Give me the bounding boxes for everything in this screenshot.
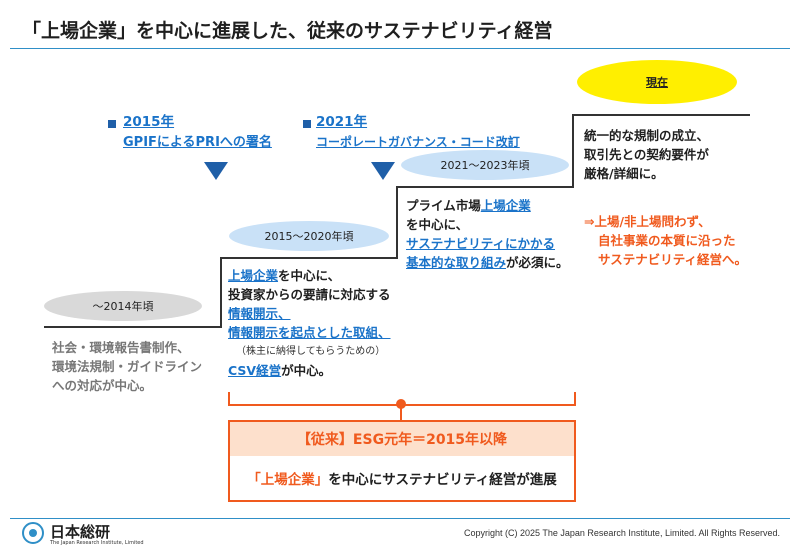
bracket-node bbox=[396, 399, 406, 409]
page-title: 「上場企業」を中心に進展した、従来のサステナビリティ経営 bbox=[22, 20, 553, 42]
period2-highlight: 上場企業 bbox=[228, 268, 279, 283]
period1-line: 環境法規制・ガイドライン bbox=[52, 359, 203, 374]
period-label-2021-2023: 2021～2023年頃 bbox=[401, 150, 569, 180]
period-label-2014: ～2014年頃 bbox=[44, 291, 202, 321]
bullet-marker bbox=[303, 120, 311, 128]
period-label-text: 2015～2020年頃 bbox=[264, 230, 354, 243]
period3-text: プライム市場上場企業 を中心に、 サステナビリティにかかる 基本的な取り組みが必… bbox=[406, 196, 569, 272]
stair-step bbox=[220, 257, 398, 259]
jri-logo-text: 日本総研 bbox=[50, 523, 111, 541]
bracket-end-right bbox=[574, 392, 576, 406]
period3-text-part: が必須に。 bbox=[506, 255, 569, 270]
summary-box: 【従来】ESG元年＝2015年以降 「上場企業」を中心にサステナビリティ経営が進… bbox=[228, 420, 576, 502]
bullet-marker bbox=[108, 120, 116, 128]
stair-riser bbox=[220, 257, 222, 328]
stair-step bbox=[572, 114, 750, 116]
period2-note: （株主に納得してもらうための） bbox=[236, 346, 386, 357]
period-label-2015-2020: 2015～2020年頃 bbox=[229, 221, 389, 251]
stair-riser bbox=[396, 186, 398, 259]
milestone-2015-arrow bbox=[204, 162, 228, 180]
milestone-2021-desc: コーポレートガバナンス・コード改訂 bbox=[316, 135, 520, 149]
stair-step bbox=[44, 326, 220, 328]
period-label-text: 2021～2023年頃 bbox=[440, 159, 530, 172]
period-label-text: 現在 bbox=[646, 76, 668, 89]
period2-text-part: が中心。 bbox=[281, 363, 332, 378]
period3-highlight: 基本的な取り組み bbox=[406, 255, 507, 270]
period4-conclusion: ⇒上場/非上場問わず、 自社事業の本質に沿った サステナビリティ経営へ。 bbox=[584, 212, 747, 269]
jri-logo-icon bbox=[22, 522, 44, 544]
period2-text: 上場企業を中心に、 投資家からの要請に対応する 情報開示、 情報開示を起点とした… bbox=[228, 266, 391, 380]
bracket-end-left bbox=[228, 392, 230, 406]
milestone-2021-year: 2021年 bbox=[316, 114, 368, 130]
milestone-2021-arrow bbox=[371, 162, 395, 180]
stair-step bbox=[396, 186, 574, 188]
period3-line: サステナビリティにかかる bbox=[406, 236, 556, 251]
period-label-text: ～2014年頃 bbox=[92, 300, 154, 313]
period1-line: 社会・環境報告書制作、 bbox=[52, 340, 190, 355]
milestone-2015-desc: GPIFによるPRIへの署名 bbox=[123, 135, 272, 150]
period4-text: 統一的な規制の成立、 取引先との契約要件が 厳格/詳細に。 bbox=[584, 126, 709, 183]
period2-line: 投資家からの要請に対応する bbox=[228, 287, 391, 302]
period2-highlight: CSV経営 bbox=[228, 363, 282, 378]
title-divider bbox=[10, 48, 790, 49]
copyright: Copyright (C) 2025 The Japan Research In… bbox=[464, 528, 780, 538]
period4-line: 統一的な規制の成立、 bbox=[584, 128, 710, 143]
period2-line: 情報開示、 bbox=[228, 306, 291, 321]
period2-text-part: を中心に、 bbox=[278, 268, 341, 283]
summary-body-text: を中心にサステナビリティ経営が進展 bbox=[328, 472, 557, 488]
period1-text: 社会・環境報告書制作、 環境法規制・ガイドライン への対応が中心。 bbox=[52, 338, 202, 395]
jri-logo-subtext: The Japan Research Institute, Limited bbox=[50, 540, 144, 546]
summary-highlight: 「上場企業」 bbox=[247, 472, 329, 488]
footer-divider bbox=[10, 518, 790, 519]
period4-orange-line: 自社事業の本質に沿った bbox=[598, 233, 736, 248]
summary-header: 【従来】ESG元年＝2015年以降 bbox=[230, 422, 574, 456]
period4-line: 厳格/詳細に。 bbox=[584, 166, 664, 181]
milestone-2015-year: 2015年 bbox=[123, 114, 175, 130]
stair-riser bbox=[572, 114, 574, 188]
period1-line: への対応が中心。 bbox=[52, 378, 153, 393]
period3-text-part: プライム市場 bbox=[406, 198, 481, 213]
bracket-connector bbox=[400, 408, 402, 420]
period3-line: を中心に、 bbox=[406, 217, 469, 232]
period4-line: 取引先との契約要件が bbox=[584, 147, 709, 162]
period3-highlight: 上場企業 bbox=[480, 198, 531, 213]
period2-line: 情報開示を起点とした取組、 bbox=[228, 325, 391, 340]
period4-orange-line: ⇒上場/非上場問わず、 bbox=[584, 214, 711, 229]
summary-body: 「上場企業」を中心にサステナビリティ経営が進展 bbox=[230, 456, 574, 500]
period-label-current: 現在 bbox=[577, 60, 737, 104]
period4-orange-line: サステナビリティ経営へ。 bbox=[598, 252, 748, 267]
